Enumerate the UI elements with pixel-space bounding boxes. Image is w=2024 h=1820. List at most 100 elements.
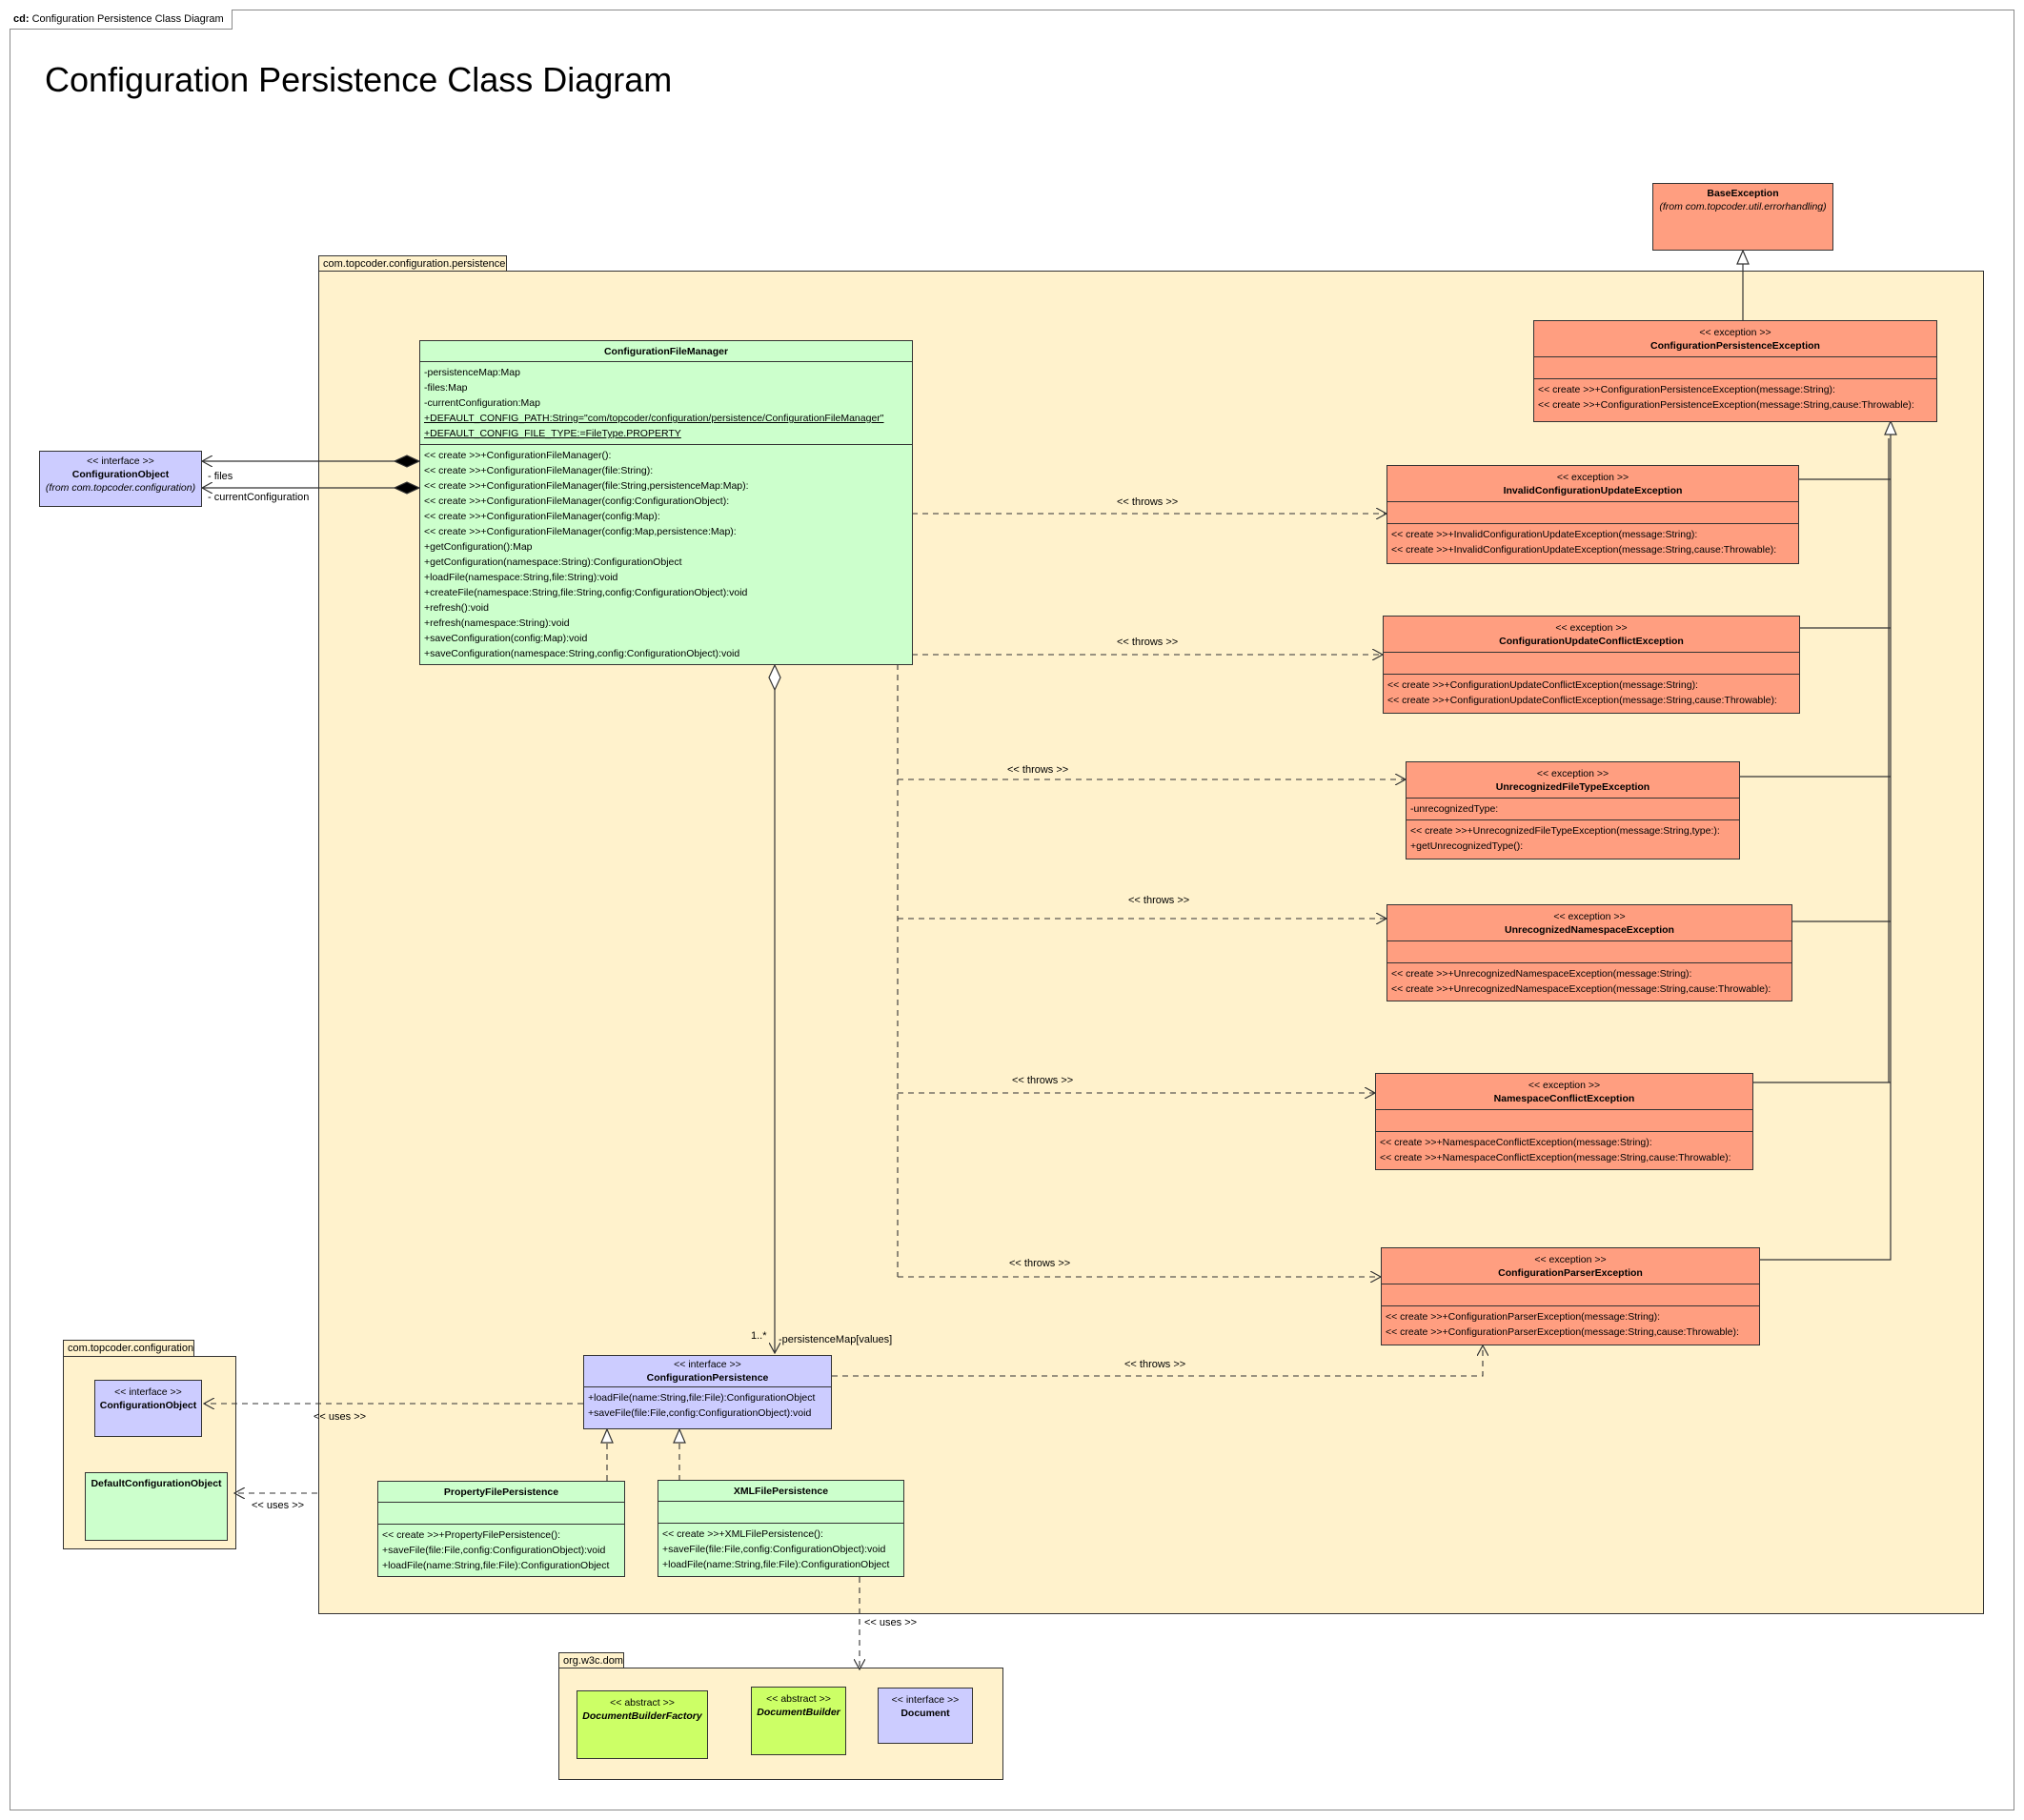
operation: +getConfiguration(namespace:String):Conf…: [424, 556, 682, 568]
class-document-builder[interactable]: << abstract >> DocumentBuilder: [751, 1687, 846, 1755]
package-tab-configuration: com.topcoder.configuration: [63, 1340, 194, 1356]
multiplicity-label: 1..*: [751, 1330, 767, 1342]
attributes-compartment: [1382, 1284, 1759, 1305]
class-property-file-persistence[interactable]: PropertyFilePersistence << create >>+Pro…: [377, 1481, 625, 1577]
operation: +saveFile(file:File,config:Configuration…: [662, 1544, 886, 1555]
operations-compartment: << create >>+ConfigurationUpdateConflict…: [1384, 674, 1799, 711]
attribute: -currentConfiguration:Map: [424, 397, 540, 409]
operations-compartment: << create >>+XMLFilePersistence(): +save…: [658, 1523, 903, 1575]
uses-label: << uses >>: [252, 1500, 305, 1511]
stereotype: << exception >>: [1699, 327, 1771, 338]
operation: << create >>+ConfigurationPersistenceExc…: [1538, 384, 1835, 395]
attributes-compartment: [1387, 940, 1791, 962]
package-tab-persistence: com.topcoder.configuration.persistence: [318, 255, 507, 272]
class-configuration-object[interactable]: << interface >>ConfigurationObject: [94, 1380, 202, 1437]
class-name: PropertyFilePersistence: [443, 1486, 559, 1498]
operation: << create >>+ConfigurationPersistenceExc…: [1538, 399, 1914, 411]
class-namespace-conflict-exception[interactable]: << exception >> NamespaceConflictExceptio…: [1375, 1073, 1753, 1170]
generalization-bus: [1740, 421, 1891, 1261]
operation: << create >>+ConfigurationUpdateConflict…: [1387, 679, 1698, 691]
stereotype: << exception >>: [1556, 472, 1629, 483]
throws-label: << throws >>: [1124, 1359, 1186, 1370]
class-name: InvalidConfigurationUpdateException: [1503, 485, 1683, 496]
attributes-compartment: [1384, 652, 1799, 674]
operation: +loadFile(name:String,file:File):Configu…: [588, 1392, 816, 1404]
class-base-exception[interactable]: BaseException (from com.topcoder.util.err…: [1652, 183, 1833, 251]
operation: << create >>+XMLFilePersistence():: [662, 1528, 823, 1540]
operations-compartment: << create >>+UnrecognizedNamespaceExcept…: [1387, 962, 1791, 1000]
operation: +loadFile(name:String,file:File):Configu…: [662, 1559, 890, 1570]
class-configuration-persistence-exception[interactable]: << exception >>ConfigurationPersistenceE…: [1533, 320, 1937, 422]
class-name: DocumentBuilder: [757, 1707, 840, 1718]
class-configuration-update-conflict-exception[interactable]: << exception >>ConfigurationUpdateConfli…: [1383, 616, 1800, 714]
uses-label: << uses >>: [314, 1411, 367, 1423]
class-configuration-persistence[interactable]: << interface >>ConfigurationPersistence …: [583, 1355, 832, 1429]
operation: +saveConfiguration(config:Map):void: [424, 633, 588, 644]
class-name: ConfigurationPersistence: [646, 1372, 769, 1384]
class-invalid-configuration-update-exception[interactable]: << exception >> InvalidConfigurationUpdat…: [1386, 465, 1799, 564]
throws-from-persistence: [832, 1345, 1483, 1377]
class-document-builder-factory[interactable]: << abstract >>DocumentBuilderFactory: [577, 1690, 708, 1759]
stereotype: << exception >>: [1555, 622, 1628, 634]
class-configuration-file-manager[interactable]: ConfigurationFileManager -persistenceMap…: [419, 340, 913, 665]
stereotype: << exception >>: [1534, 1254, 1607, 1265]
operation: << create >>+UnrecognizedNamespaceExcept…: [1391, 968, 1692, 980]
package-tab-w3c: org.w3c.dom: [558, 1652, 624, 1668]
attributes-compartment: [1534, 356, 1936, 378]
attributes-compartment: [378, 1502, 624, 1524]
attribute-static: +DEFAULT_CONFIG_PATH:String="com/topcode…: [424, 413, 884, 424]
class-origin: (from com.topcoder.util.errorhandling): [1659, 201, 1827, 212]
operation: +refresh(namespace:String):void: [424, 617, 570, 629]
class-name: ConfigurationObject: [71, 469, 170, 480]
class-name: ConfigurationFileManager: [603, 346, 729, 357]
class-name: UnrecognizedFileTypeException: [1495, 781, 1650, 793]
class-xml-file-persistence[interactable]: XMLFilePersistence << create >>+XMLFileP…: [658, 1480, 904, 1577]
class-unrecognized-file-type-exception[interactable]: << exception >>UnrecognizedFileTypeExcep…: [1406, 761, 1740, 859]
stereotype: << interface >>: [891, 1694, 960, 1706]
class-name: DefaultConfigurationObject: [91, 1478, 222, 1489]
operation: << create >>+ConfigurationFileManager(co…: [424, 495, 730, 507]
operations-compartment: << create >>+ConfigurationPersistenceExc…: [1534, 378, 1936, 415]
operations-compartment: << create >>+UnrecognizedFileTypeExcepti…: [1407, 819, 1739, 857]
attributes-compartment: [1387, 501, 1798, 523]
stereotype: << abstract >>: [610, 1697, 675, 1709]
throws-label: << throws >>: [1012, 1075, 1074, 1086]
operation: +createFile(namespace:String,file:String…: [424, 587, 748, 598]
class-name: NamespaceConflictException: [1493, 1093, 1635, 1104]
stereotype: << interface >>: [87, 455, 154, 467]
operation: << create >>+InvalidConfigurationUpdateE…: [1391, 529, 1698, 540]
throws-label: << throws >>: [1007, 764, 1069, 776]
class-name: ConfigurationParserException: [1498, 1267, 1643, 1279]
operation: << create >>+NamespaceConflictException(…: [1380, 1152, 1731, 1163]
operation: << create >>+ConfigurationParserExceptio…: [1386, 1326, 1739, 1338]
class-configuration-object-external[interactable]: << interface >> ConfigurationObject (from …: [39, 451, 202, 507]
operation: +saveFile(file:File,config:Configuration…: [382, 1545, 606, 1556]
operation: +refresh():void: [424, 602, 489, 614]
class-name: ConfigurationObject: [99, 1400, 197, 1411]
operation: +loadFile(namespace:String,file:String):…: [424, 572, 618, 583]
stereotype: << abstract >>: [766, 1693, 831, 1705]
stereotype: << exception >>: [1553, 911, 1626, 922]
operations-compartment: +loadFile(name:String,file:File):Configu…: [584, 1386, 831, 1424]
class-default-configuration-object[interactable]: DefaultConfigurationObject: [85, 1472, 228, 1541]
role-label-current-configuration: - currentConfiguration: [208, 492, 310, 503]
class-origin: (from com.topcoder.configuration): [45, 482, 196, 494]
operation: << create >>+ConfigurationFileManager(fi…: [424, 465, 654, 476]
attributes-compartment: [658, 1501, 903, 1523]
class-name: DocumentBuilderFactory: [582, 1710, 702, 1722]
attributes-compartment: -persistenceMap:Map -files:Map -currentC…: [420, 361, 912, 444]
throws-label: << throws >>: [1009, 1258, 1071, 1269]
aggregate-diamond-persistence-map: [768, 663, 781, 692]
class-name: BaseException: [1707, 188, 1779, 199]
class-document[interactable]: << interface >>Document: [878, 1688, 973, 1744]
stereotype: << exception >>: [1528, 1080, 1601, 1091]
stereotype: << interface >>: [674, 1359, 741, 1370]
diagram-frame: [10, 10, 2014, 1810]
class-name: XMLFilePersistence: [733, 1486, 829, 1497]
attribute: -persistenceMap:Map: [424, 367, 520, 378]
operation: << create >>+ConfigurationFileManager(co…: [424, 511, 660, 522]
class-configuration-parser-exception[interactable]: << exception >> ConfigurationParserExcept…: [1381, 1247, 1760, 1345]
role-label-files: - files: [208, 471, 233, 482]
class-unrecognized-namespace-exception[interactable]: << exception >>UnrecognizedNamespaceExce…: [1386, 904, 1792, 1001]
